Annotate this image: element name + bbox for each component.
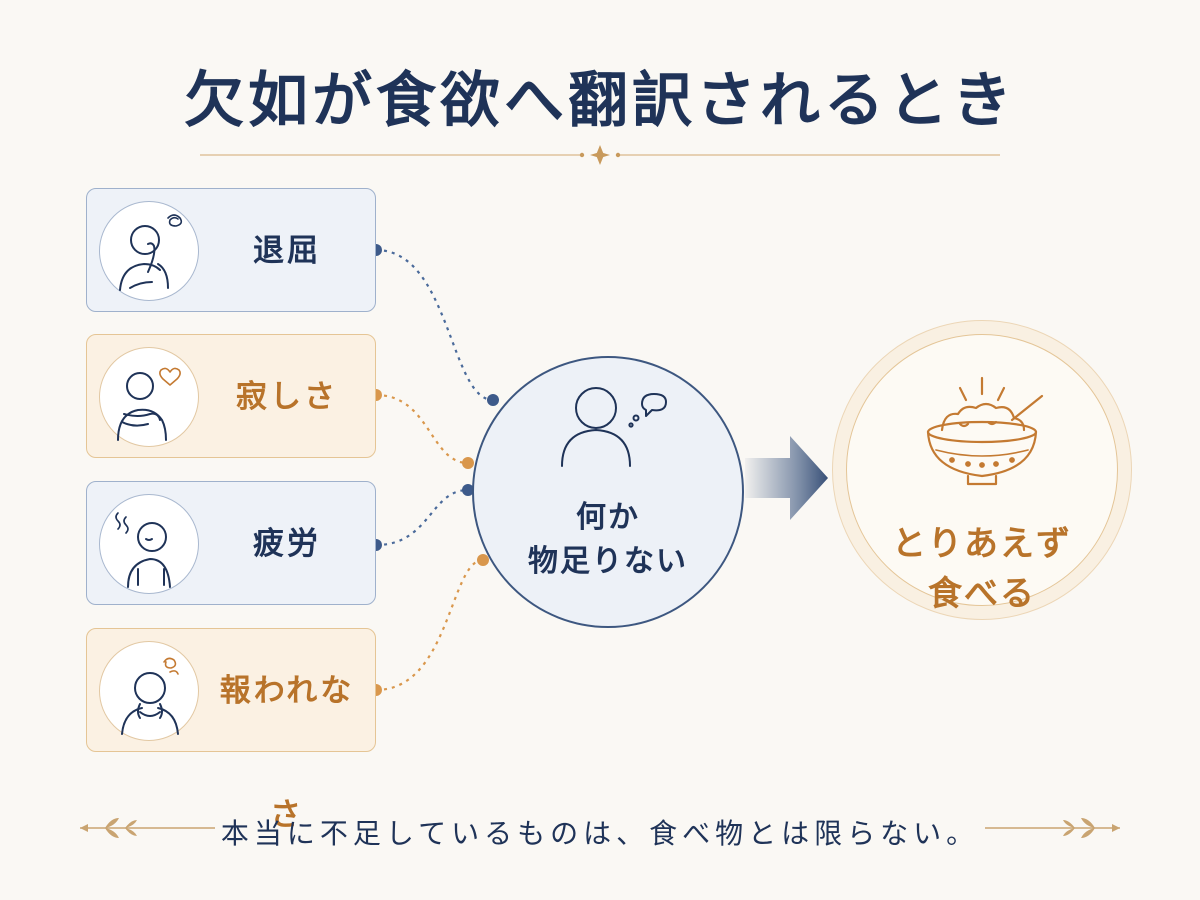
arrow-right-icon: [745, 436, 828, 520]
tired-person-icon: [99, 494, 199, 594]
page-title: 欠如が食欲へ翻訳されるとき: [184, 66, 1016, 136]
unrewarded-person-icon: [99, 641, 199, 741]
title-divider: [200, 145, 1000, 165]
connector-dot: [477, 554, 489, 566]
connector-dot: [462, 484, 474, 496]
lonely-person-icon: [99, 347, 199, 447]
bored-person-icon: [99, 201, 199, 301]
result-text-line2: 食べる: [928, 574, 1036, 614]
center-text-line2: 物足りない: [528, 544, 688, 579]
connector-boredom: [375, 248, 494, 402]
connector-unrewarded: [375, 558, 484, 692]
center-node: 何か 物足りない: [472, 356, 744, 628]
emotion-label-loneliness: 寂しさ: [236, 379, 338, 415]
footer-ornament-right: [985, 818, 1120, 838]
center-text-line1: 何か: [576, 500, 640, 535]
emotion-card-unrewarded: 報われなさ: [86, 628, 376, 833]
connector-dot: [462, 457, 474, 469]
emotion-card-loneliness: 寂しさ: [86, 334, 376, 458]
connector-dot: [487, 394, 499, 406]
emotion-label-fatigue: 疲労: [253, 526, 321, 562]
footer-ornament-left: [80, 818, 215, 838]
emotion-label-unrewarded: 報われなさ: [219, 673, 355, 833]
rice-bowl-icon: [926, 376, 1044, 486]
footer-caption: 本当に不足しているものは、食べ物とは限らない。: [220, 817, 980, 850]
emotion-card-fatigue: 疲労: [86, 481, 376, 605]
thinking-person-icon: [561, 387, 667, 467]
connector-fatigue: [375, 488, 469, 547]
result-text-line1: とりあえず: [892, 524, 1072, 564]
emotion-label-boredom: 退屈: [253, 233, 321, 269]
emotion-card-boredom: 退屈: [86, 188, 376, 312]
connector-loneliness: [375, 393, 469, 465]
